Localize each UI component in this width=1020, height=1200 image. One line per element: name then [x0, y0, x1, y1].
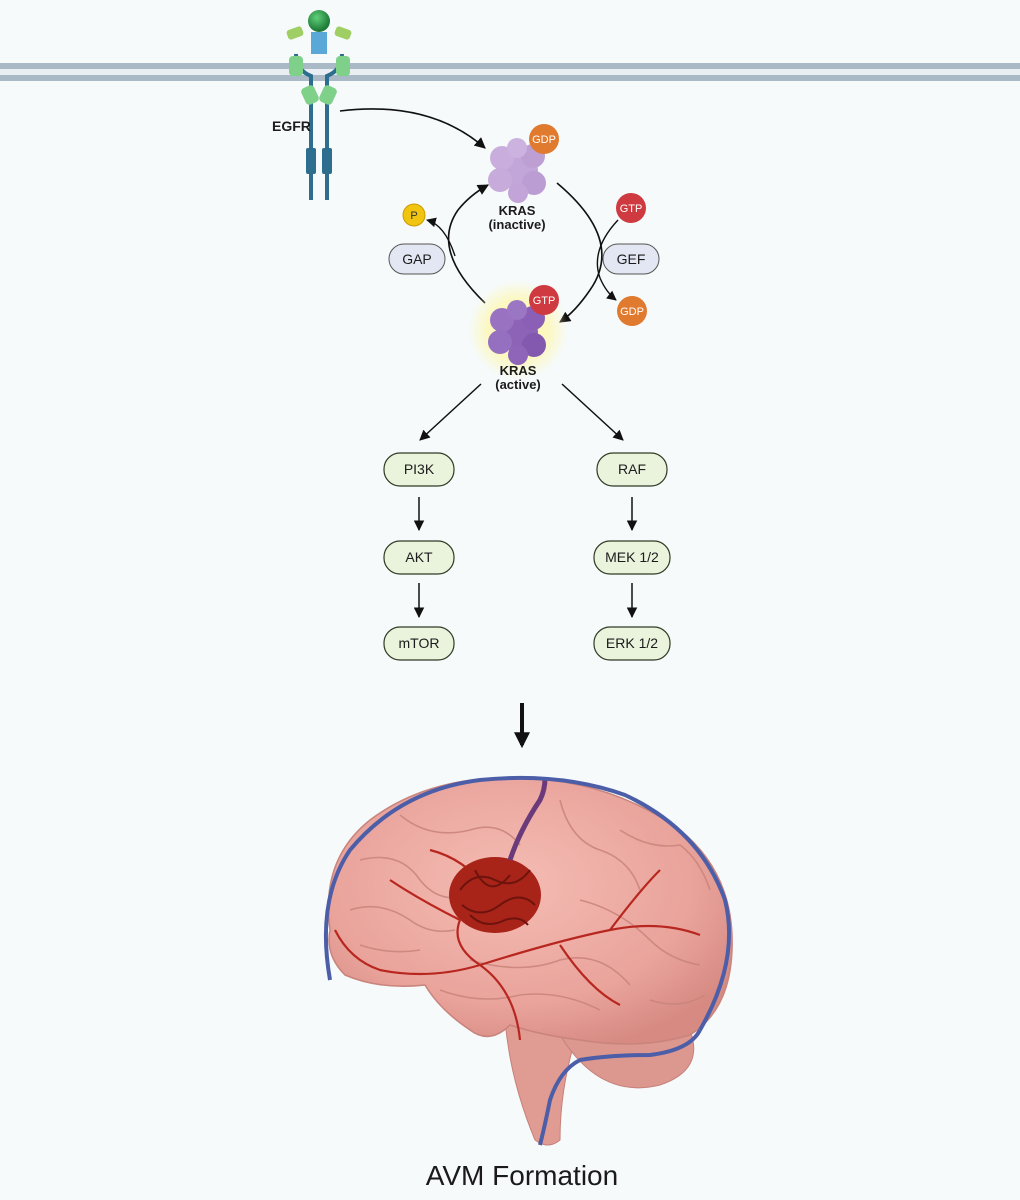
- pathway-node-akt: AKT: [383, 540, 455, 575]
- gef-label: GEF: [617, 251, 646, 267]
- cycle-arrow-right: [556, 182, 603, 323]
- erk-label: ERK 1/2: [606, 635, 658, 651]
- gdp-output-label: GDP: [620, 306, 644, 318]
- kras-inactive-label-2: (inactive): [488, 217, 545, 232]
- gap-to-phosphate-arrow: [426, 217, 456, 257]
- pathway-node-mtor: mTOR: [383, 626, 455, 661]
- pathway-node-erk: ERK 1/2: [593, 626, 671, 661]
- egfr-to-kras-arrow: [339, 108, 486, 149]
- gef-enzyme-node: GEF: [602, 243, 660, 275]
- mtor-label: mTOR: [399, 635, 440, 651]
- cycle-arrow-left: [447, 184, 489, 304]
- brain-illustration: [324, 775, 733, 1146]
- outcome-caption: AVM Formation: [426, 1160, 618, 1191]
- gdp-badge-label: GDP: [532, 134, 556, 146]
- pi3k-label: PI3K: [404, 461, 435, 477]
- gtp-badge-active: GTP: [529, 285, 559, 315]
- kras-active-label-2: (active): [495, 377, 541, 392]
- kras-to-raf-arrow: [561, 383, 624, 441]
- gtp-input-badge: GTP: [616, 193, 646, 223]
- gtp-badge-label: GTP: [533, 295, 556, 307]
- kras-inactive-protein-icon: [488, 138, 546, 203]
- gap-enzyme-node: GAP: [388, 243, 446, 275]
- egfr-receptor-icon: [286, 10, 352, 200]
- gdp-badge-inactive: GDP: [529, 124, 559, 154]
- avm-nidus: [449, 777, 548, 933]
- gap-label: GAP: [402, 251, 432, 267]
- kras-inactive-label-1: KRAS: [499, 203, 536, 218]
- gtp-input-label: GTP: [620, 203, 643, 215]
- kras-active-label-1: KRAS: [500, 363, 537, 378]
- akt-label: AKT: [405, 549, 433, 565]
- gef-exchange-arrow: [596, 219, 619, 301]
- raf-label: RAF: [618, 461, 646, 477]
- pathway-node-raf: RAF: [596, 452, 668, 487]
- kras-to-pi3k-arrow: [419, 383, 482, 441]
- cell-membrane: [0, 63, 1020, 81]
- mek-label: MEK 1/2: [605, 549, 659, 565]
- phosphate-label: P: [410, 210, 417, 222]
- gdp-output-badge: GDP: [617, 296, 647, 326]
- pathway-node-pi3k: PI3K: [383, 452, 455, 487]
- pathway-node-mek: MEK 1/2: [593, 540, 671, 575]
- phosphate-badge: P: [402, 203, 426, 227]
- egfr-label: EGFR: [272, 118, 311, 134]
